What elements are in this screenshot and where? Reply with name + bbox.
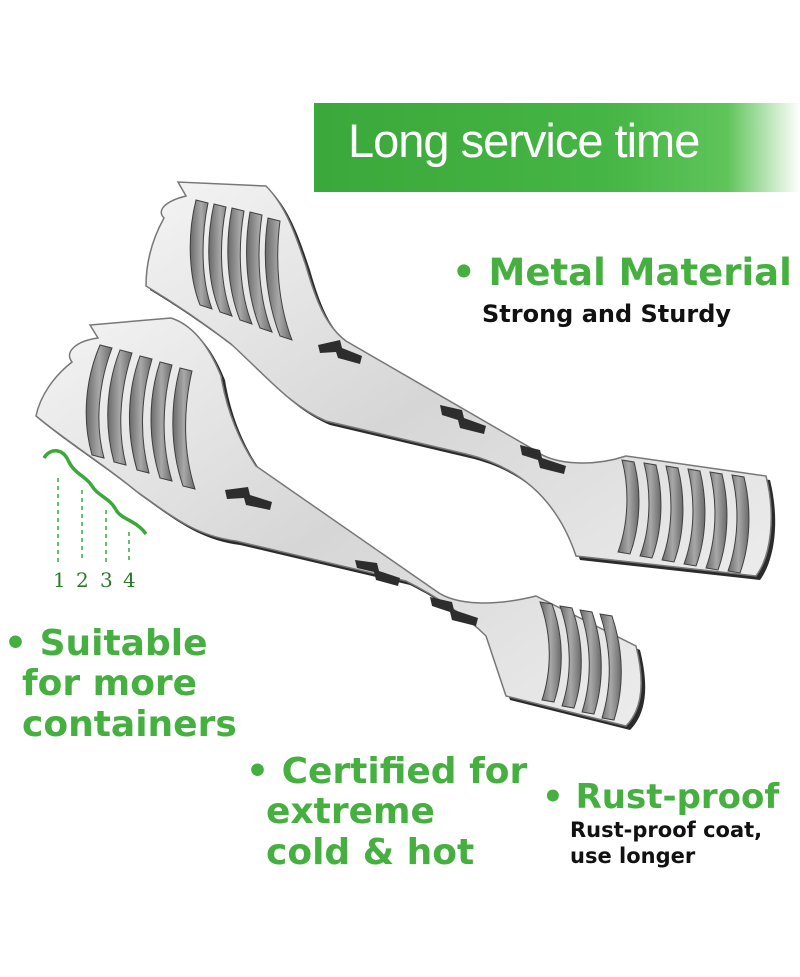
title-banner (314, 103, 800, 192)
banner-title: Long service time (348, 114, 700, 167)
feature-metal-subtitle: Strong and Sturdy (482, 300, 732, 328)
feature-certified-title: • Certified for extreme cold & hot (246, 751, 528, 873)
clip-bottom (35, 317, 646, 730)
feature-rust-subtitle: Rust-proof coat, use longer (570, 818, 762, 869)
certified-line-3: cold & hot (266, 831, 475, 873)
rust-sub-line-2: use longer (570, 843, 696, 868)
tooth-guide (42, 449, 148, 536)
clip-top (145, 181, 776, 580)
feature-suitable-title: • Suitable for more containers (4, 623, 237, 745)
metal-title-text: Metal Material (488, 251, 792, 294)
bullet-dot: • (452, 251, 476, 294)
feature-metal-title: • Metal Material (452, 252, 792, 293)
rust-sub-line-1: Rust-proof coat, (570, 818, 763, 842)
suitable-line-3: containers (22, 703, 237, 745)
bullet-dot: • (246, 751, 270, 792)
certified-line-2: extreme (266, 791, 435, 833)
feature-rust-title: • Rust-proof (542, 778, 779, 816)
tooth-label-3: 3 (100, 568, 113, 592)
tooth-label-4: 4 (123, 568, 136, 592)
rust-title-text: Rust-proof (575, 777, 780, 817)
bullet-dot: • (542, 777, 564, 817)
tooth-label-1: 1 (53, 568, 66, 592)
certified-line-1: Certified for (281, 751, 528, 792)
suitable-line-2: for more (22, 663, 198, 705)
bullet-dot: • (4, 623, 28, 664)
suitable-line-1: Suitable (39, 623, 208, 664)
tooth-label-2: 2 (76, 568, 89, 592)
